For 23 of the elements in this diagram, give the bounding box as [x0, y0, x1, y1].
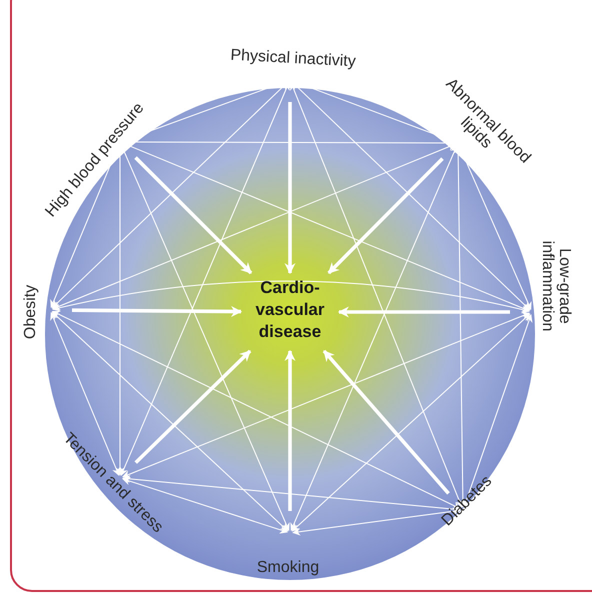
arrow: [462, 314, 532, 508]
arrow: [52, 310, 462, 510]
arrow: [50, 312, 120, 476]
arrow: [122, 312, 530, 478]
center-label: Cardio- vascular disease: [245, 277, 335, 343]
factor-label: Low-grade inflammation: [539, 231, 573, 341]
arrow: [338, 306, 510, 318]
arrow: [72, 306, 242, 317]
arrow: [134, 350, 252, 464]
factor-label: Obesity: [22, 272, 39, 352]
arrow: [292, 507, 461, 536]
arrow: [122, 477, 288, 534]
arrow: [134, 156, 252, 274]
arrow: [322, 350, 450, 495]
factor-label: Smoking: [243, 559, 333, 576]
arrow: [292, 313, 530, 532]
arrow: [284, 350, 296, 511]
arrow: [284, 102, 296, 274]
arrow: [52, 312, 288, 532]
arrow: [52, 280, 530, 314]
factor-label: Physical inactivity: [208, 46, 378, 72]
arrow: [328, 157, 444, 274]
arrow: [122, 474, 461, 514]
